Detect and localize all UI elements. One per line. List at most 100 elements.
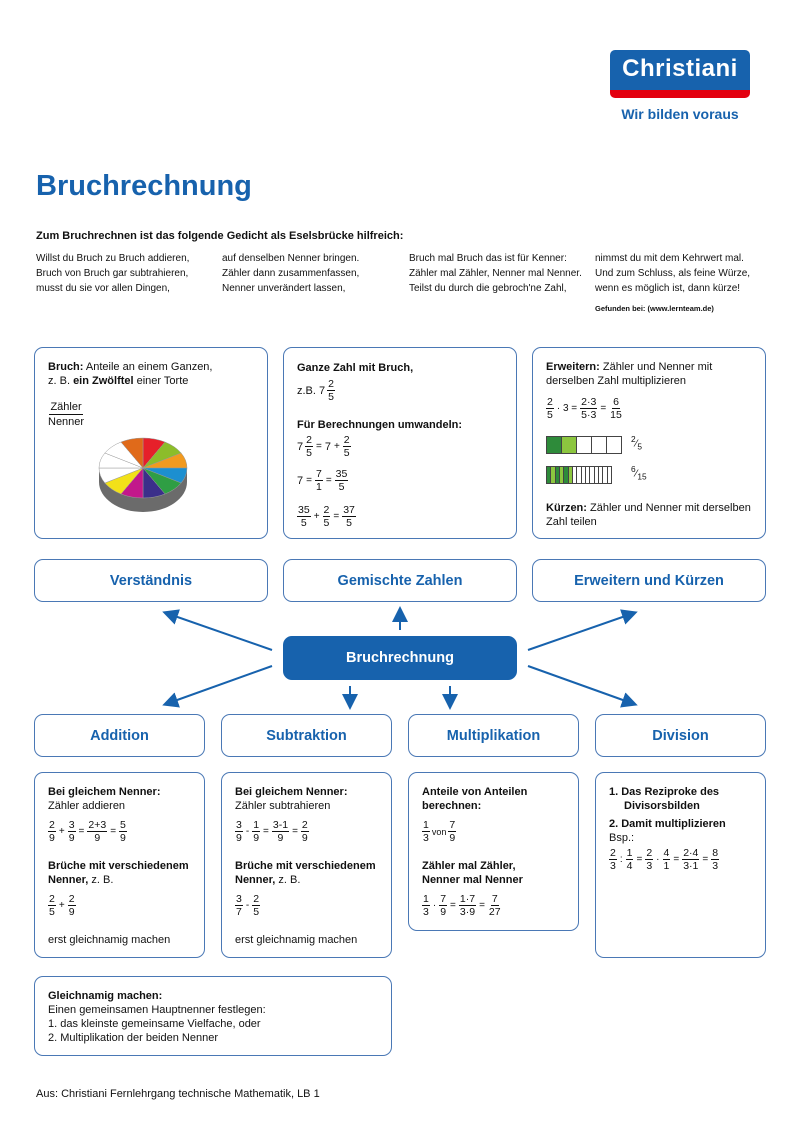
frac-den: 5 xyxy=(300,517,307,529)
division-step-1: 1. Das Reziproke des xyxy=(609,786,720,798)
frac-den: 5 xyxy=(547,409,553,421)
ganze-heading: Ganze Zahl mit Bruch, xyxy=(297,362,414,374)
whole-number: 7 xyxy=(297,474,304,487)
frac-den: 5 xyxy=(328,391,334,403)
subtraktion-heading-2: Brüche mit verschiedenem xyxy=(235,860,376,872)
logo-red-bar xyxy=(610,90,750,98)
bar-cell xyxy=(546,436,562,454)
frac-den: 5 xyxy=(306,447,312,459)
verstaendnis-header: Verständnis xyxy=(34,559,268,602)
convert-heading: Für Berechnungen umwandeln: xyxy=(297,419,463,431)
multiplikation-heading-2: Zähler mal Zähler, xyxy=(422,860,516,872)
zaehler-nenner-fraction: Zähler Nenner xyxy=(47,400,85,429)
fraction-bar-fifths xyxy=(546,436,622,454)
division-header: Division xyxy=(595,714,766,757)
addition-text: Zähler addieren xyxy=(48,800,126,812)
multiply-op: · 3 = xyxy=(556,403,578,414)
gleichnamig-line-3: 2. Multiplikation der beiden Nenner xyxy=(48,1032,218,1044)
multiplikation-header: Multiplikation xyxy=(408,714,579,757)
frac-num: 37 xyxy=(342,504,356,517)
division-box: 1. Das Reziproke des Divisorsbilden 2. D… xyxy=(595,772,766,958)
intro-text: Zum Bruchrechnen ist das folgende Gedich… xyxy=(36,230,404,242)
poem-column-1: Willst du Bruch zu Bruch addieren, Bruch… xyxy=(36,253,190,294)
frac-num: 2·3 xyxy=(580,396,598,409)
bruch-text: Anteile an einem Ganzen, xyxy=(83,361,213,373)
division-step-2: 2. Damit multiplizieren xyxy=(609,818,726,830)
connector-arrows xyxy=(162,606,638,710)
frac-num: 2 xyxy=(322,504,331,517)
bruch-example-b: ein Zwölftel xyxy=(73,375,134,387)
frac-num: 7 xyxy=(314,468,323,481)
bruch-example-c: einer Torte xyxy=(133,375,189,387)
arrow-to-addition xyxy=(162,665,273,708)
gleichnamig-line-2: 1. das kleinste gemeinsame Vielfache, od… xyxy=(48,1018,261,1030)
gleichnamig-heading: Gleichnamig machen: xyxy=(48,990,163,1002)
erweitern-text: Zähler und Nenner mit derselben Zahl mul… xyxy=(546,361,713,387)
nenner-word: Nenner xyxy=(48,416,85,428)
frac-num: 6 xyxy=(612,396,620,409)
frac-den: 1 xyxy=(315,481,322,493)
equals-sign: = xyxy=(315,441,322,452)
frac-den: 5 xyxy=(343,447,350,459)
addition-header: Addition xyxy=(34,714,205,757)
multiplikation-heading: Anteile von Anteilen xyxy=(422,786,528,798)
arrow-to-erweitern xyxy=(527,609,638,651)
subtraktion-heading: Bei gleichem Nenner: xyxy=(235,786,348,798)
arrow-to-division xyxy=(527,665,638,708)
zaehler-word: Zähler xyxy=(49,401,83,415)
subtraktion-box: Bei gleichem Nenner: Zähler subtrahieren… xyxy=(221,772,392,958)
footer-source: Aus: Christiani Fernlehrgang technische … xyxy=(36,1088,320,1100)
pie-chart-icon xyxy=(98,437,188,512)
frac-num: 2 xyxy=(327,378,335,391)
frac-num: 2 xyxy=(546,396,554,409)
division-bsp: Bsp.: xyxy=(609,832,635,844)
bar2-label: 6⁄15 xyxy=(631,464,647,482)
subtraktion-text: Zähler subtrahieren xyxy=(235,800,331,812)
bar1-label: 2⁄5 xyxy=(631,434,642,452)
equals-sign: = xyxy=(333,511,340,522)
christiani-logo: Christiani xyxy=(610,50,750,90)
plus-sign: + xyxy=(313,511,320,522)
pie-side xyxy=(99,468,187,512)
bruch-example-a: z. B. xyxy=(48,375,74,387)
kuerzen-label: Kürzen: xyxy=(546,502,587,514)
frac-den: 15 xyxy=(610,409,622,421)
erweitern-label: Erweitern: xyxy=(546,361,600,373)
frac-den: 5 xyxy=(338,481,345,493)
equals-sign: = xyxy=(306,475,312,486)
gleichnamig-box: Gleichnamig machen: Einen gemeinsamen Ha… xyxy=(34,976,392,1056)
logo-slogan: Wir bilden voraus xyxy=(621,106,739,122)
frac-den: 5 xyxy=(346,517,352,529)
bruchrechnung-center: Bruchrechnung xyxy=(283,636,517,680)
poem-column-4: nimmst du mit dem Kehrwert mal. Und zum … xyxy=(595,253,751,294)
equals-sign: = xyxy=(325,475,332,486)
bar-cell xyxy=(576,436,592,454)
frac-num: 2 xyxy=(305,434,313,447)
page-title: Bruchrechnung xyxy=(36,170,252,202)
pie-slice xyxy=(120,437,144,469)
bruch-label: Bruch: xyxy=(48,361,84,373)
addition-footnote: erst gleichnamig machen xyxy=(48,934,171,946)
gemischte-zahlen-header: Gemischte Zahlen xyxy=(283,559,517,602)
gleichnamig-line-1: Einen gemeinsamen Hauptnenner festlegen: xyxy=(48,1004,266,1016)
frac-den: 5 xyxy=(323,517,330,529)
poem-column-3: Bruch mal Bruch das ist für Kenner: Zähl… xyxy=(409,253,582,294)
arrow-to-verstaendnis xyxy=(162,609,273,651)
frac-num: 35 xyxy=(334,468,349,481)
bar-cell xyxy=(606,436,622,454)
bar-cell xyxy=(561,436,577,454)
erweitern-kuerzen-header: Erweitern und Kürzen xyxy=(532,559,766,602)
bar-cell xyxy=(606,466,612,484)
